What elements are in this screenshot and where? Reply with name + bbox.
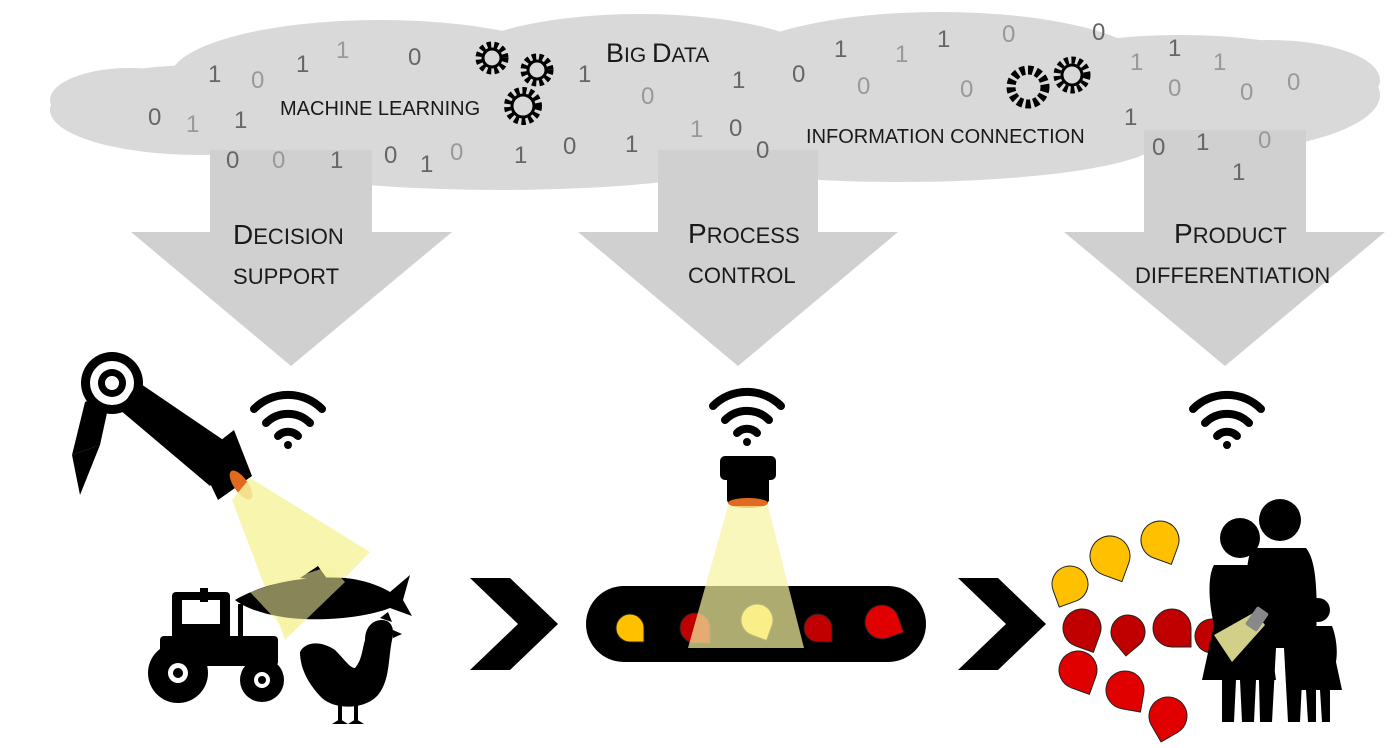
binary-digit: 0: [563, 133, 576, 160]
product-item: [1105, 670, 1145, 713]
binary-digit: 1: [1213, 49, 1226, 76]
binary-digit: 0: [1152, 134, 1165, 161]
family-icon: [1202, 499, 1342, 722]
tractor-icon: [148, 588, 284, 703]
gear-icon: [1006, 65, 1050, 109]
binary-digit: 1: [937, 26, 950, 53]
binary-digit: 0: [641, 83, 654, 110]
binary-digit: 1: [578, 61, 591, 88]
binary-digit: 0: [729, 115, 742, 142]
binary-digit: 1: [1196, 129, 1209, 156]
gears-machine-learning: [475, 41, 554, 125]
support-label: SUPPORT: [233, 264, 339, 289]
chicken-icon: [300, 612, 402, 724]
product-item: [864, 604, 905, 640]
wifi-icon: [1189, 390, 1265, 449]
binary-digit: 1: [1232, 159, 1245, 186]
light-beam: [232, 478, 370, 640]
binary-digit: 0: [226, 147, 239, 174]
chevron-right-icon: [470, 578, 558, 670]
binary-digit: 1: [336, 37, 349, 64]
binary-digit: 1: [234, 107, 247, 134]
light-beam: [688, 506, 804, 648]
wifi-icon: [250, 390, 326, 449]
decision-label: DECISION: [233, 219, 344, 250]
binary-digit: 0: [1240, 79, 1253, 106]
binary-digit: 1: [895, 41, 908, 68]
product-item: [1152, 608, 1192, 648]
binary-digit: 1: [1130, 49, 1143, 76]
product-item: [803, 613, 833, 643]
binary-digit: 0: [1287, 69, 1300, 96]
big-data-label: BIG DATA: [606, 38, 709, 68]
scanner-icon: [1245, 606, 1269, 632]
binary-digit: 1: [834, 36, 847, 63]
binary-digit: 1: [1168, 35, 1181, 62]
binary-digit: 1: [296, 51, 309, 78]
machine-learning-label: MACHINE LEARNING: [280, 98, 480, 120]
binary-digit: 1: [186, 111, 199, 138]
binary-digit: 0: [1168, 75, 1181, 102]
product-item: [1051, 565, 1089, 608]
robot-arm-icon: [72, 352, 253, 500]
binary-digit: 1: [514, 142, 527, 169]
binary-digit: 1: [208, 61, 221, 88]
wifi-icon: [709, 387, 785, 446]
chevron-right-icon: [958, 578, 1046, 670]
control-label: CONTROL: [688, 263, 796, 288]
product-item: [615, 613, 645, 643]
product-item: [1089, 535, 1131, 583]
gear-icon: [504, 87, 542, 125]
binary-digit: 1: [732, 67, 745, 94]
product-item: [1058, 650, 1098, 695]
binary-digit: 0: [272, 147, 285, 174]
binary-digit: 0: [251, 67, 264, 94]
gear-icon: [1053, 56, 1091, 94]
differentiation-label: DIFFERENTIATION: [1135, 263, 1330, 288]
binary-digit: 1: [690, 116, 703, 143]
arrow-decision-support: [131, 150, 452, 366]
binary-digit: 0: [408, 44, 421, 71]
binary-digit: 0: [792, 61, 805, 88]
gears-information-connection: [1006, 56, 1091, 109]
arrow-process-control: [578, 150, 898, 366]
product-item: [1110, 614, 1146, 657]
binary-digit: 0: [960, 76, 973, 103]
binary-digit: 0: [1092, 19, 1105, 46]
gear-icon: [520, 53, 554, 87]
binary-digit: 0: [148, 104, 161, 131]
binary-digit: 0: [1002, 21, 1015, 48]
camera-icon: [720, 456, 776, 508]
binary-digit: 0: [384, 142, 397, 169]
product-item: [1062, 608, 1102, 653]
product-item: [1148, 696, 1188, 743]
information-connection-label: INFORMATION CONNECTION: [806, 126, 1085, 148]
arrow-product-differentiation: [1064, 130, 1385, 366]
binary-digit: 0: [450, 139, 463, 166]
gear-icon: [475, 41, 509, 75]
binary-digit: 0: [1258, 127, 1271, 154]
binary-digit: 1: [330, 147, 343, 174]
binary-digit: 1: [625, 131, 638, 158]
sorted-products: [1051, 520, 1235, 743]
binary-digit: 1: [1124, 104, 1137, 131]
binary-digit: 0: [756, 137, 769, 164]
product-label: PRODUCT: [1174, 218, 1287, 249]
process-label: PROCESS: [688, 218, 800, 249]
light-beam-overlap: [250, 566, 345, 635]
product-item: [1140, 520, 1180, 565]
binary-digit: 1: [420, 151, 433, 178]
binary-digit: 0: [857, 73, 870, 100]
